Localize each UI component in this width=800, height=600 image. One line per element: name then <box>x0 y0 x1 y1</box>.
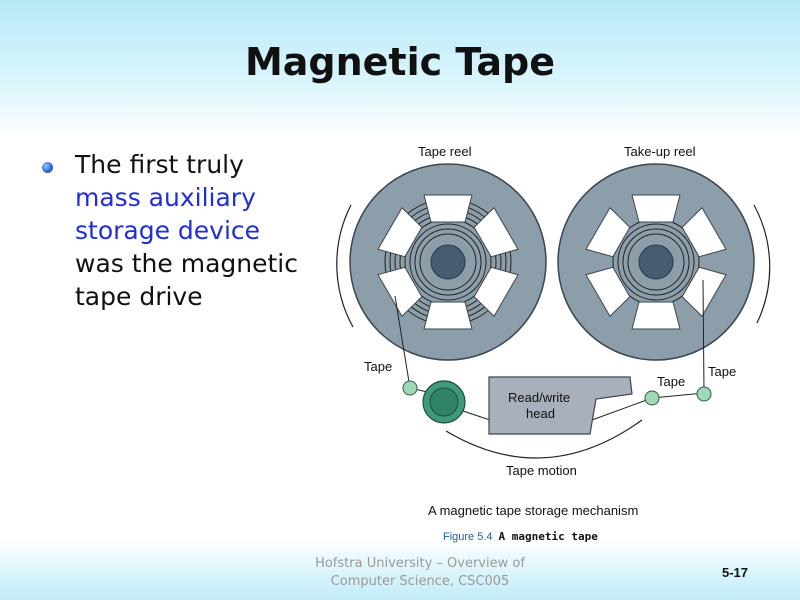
capstan <box>422 380 466 424</box>
bullet-line-1: The first truly <box>75 150 244 179</box>
slide-number: 5-17 <box>722 565 749 580</box>
figure-caption: Figure 5.4 A magnetic tape <box>443 530 598 543</box>
left-rotation-arrow <box>336 204 354 328</box>
label-take-up-reel: Take-up reel <box>624 144 696 159</box>
label-head: head <box>526 406 555 421</box>
tape-mechanism-diagram: Tape reel Take-up reel Tape Tape Tape Re… <box>336 144 771 518</box>
figure-title: A magnetic tape <box>498 530 598 543</box>
figure-number: Figure 5.4 <box>443 531 493 543</box>
footer-line-2: Computer Science, CSC005 <box>330 574 510 589</box>
take-up-reel <box>557 163 755 361</box>
guide-roller-middle <box>644 390 660 406</box>
label-tape-right: Tape <box>708 364 736 379</box>
bullet-text: The first truly mass auxiliary storage d… <box>75 148 345 313</box>
label-tape-left: Tape <box>364 359 392 374</box>
bullet-line-4: was the magnetic <box>75 249 298 278</box>
bullet-line-2: mass auxiliary <box>75 183 256 212</box>
bullet-dot-icon <box>42 162 53 173</box>
footer-line-1: Hofstra University – Overview of <box>315 556 525 571</box>
mechanism-caption: A magnetic tape storage mechanism <box>428 503 638 518</box>
title-background <box>0 0 800 140</box>
bullet-line-3: storage device <box>75 216 261 245</box>
footer-text: Hofstra University – Overview of Compute… <box>290 555 550 591</box>
tape-motion-arrow <box>445 419 643 459</box>
label-read-write: Read/write <box>508 390 570 405</box>
right-rotation-arrow <box>753 204 771 324</box>
label-tape-motion: Tape motion <box>506 463 577 478</box>
guide-roller-left <box>402 380 418 396</box>
label-tape-middle: Tape <box>657 374 685 389</box>
tape-reel <box>349 163 547 361</box>
guide-roller-right <box>696 386 712 402</box>
footer-background <box>0 540 800 600</box>
bullet-line-5: tape drive <box>75 282 203 311</box>
read-write-head <box>488 376 633 435</box>
tape-path <box>394 279 705 421</box>
label-tape-reel: Tape reel <box>418 144 472 159</box>
slide-title: Magnetic Tape <box>244 40 556 84</box>
